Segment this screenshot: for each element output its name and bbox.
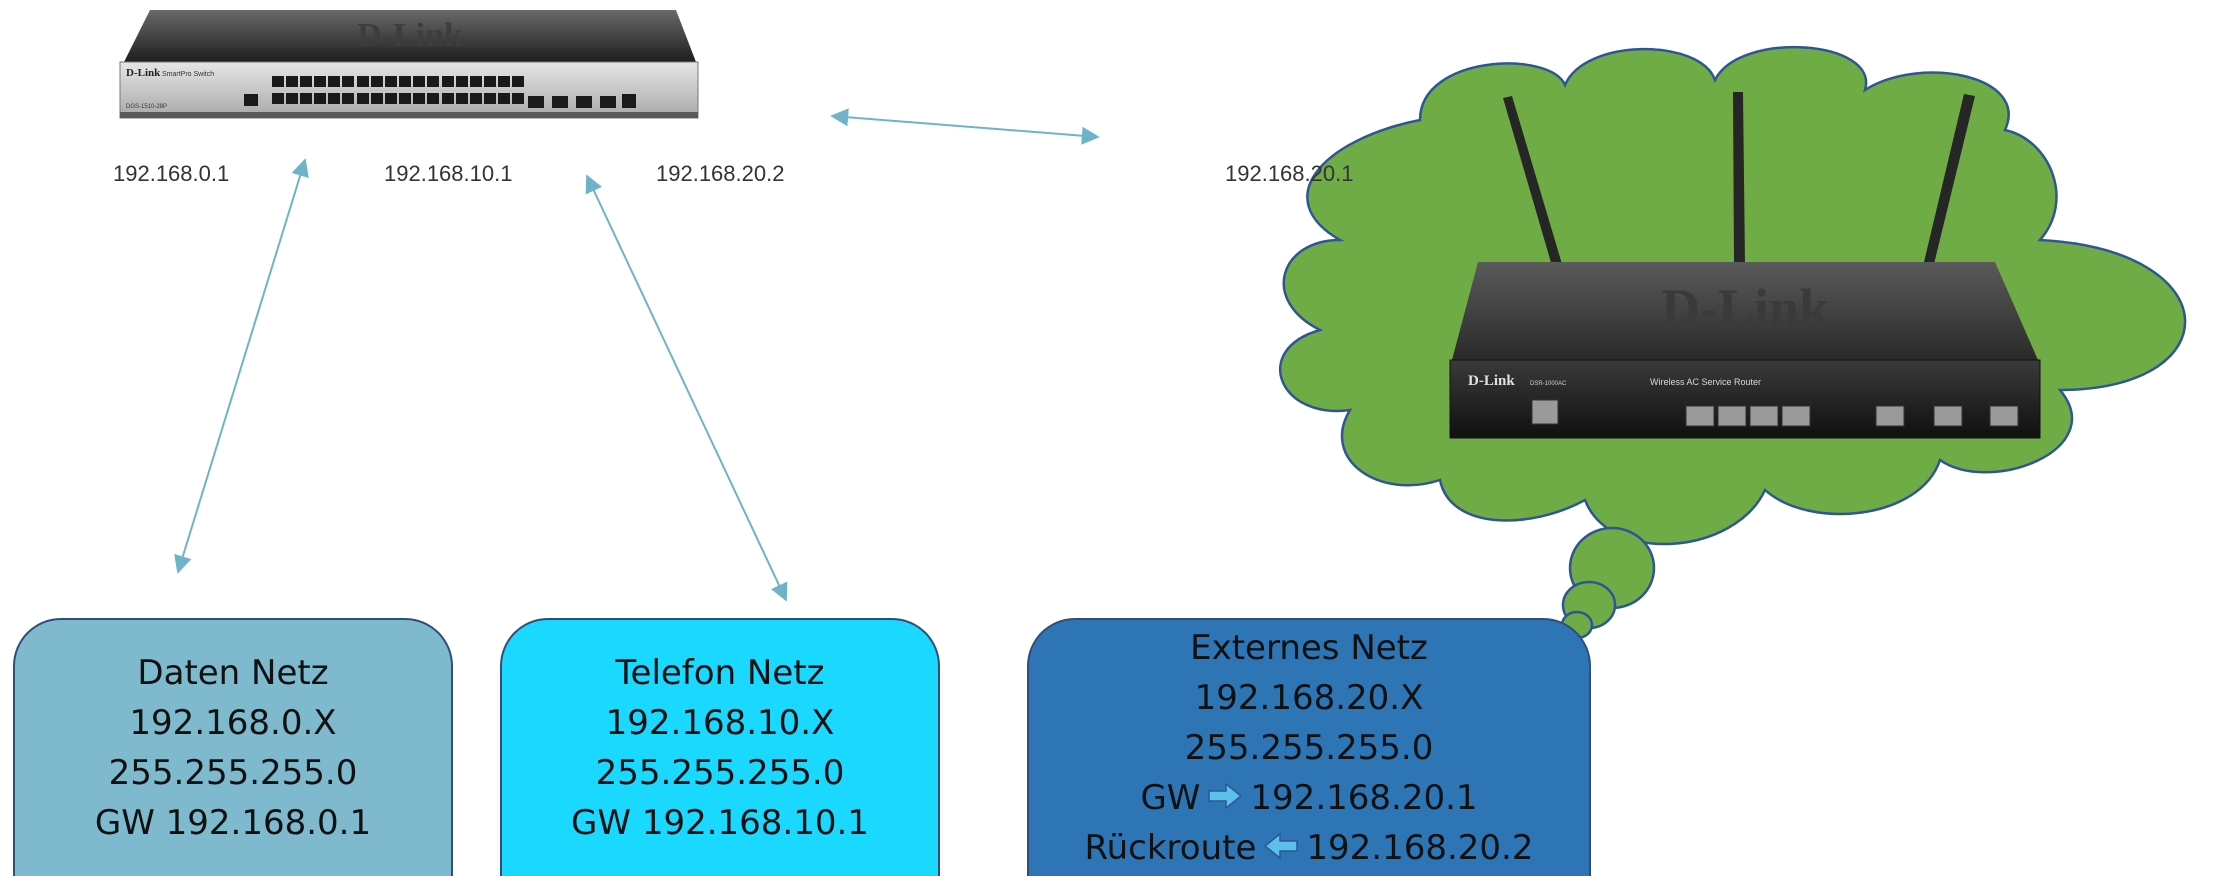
switch-top-logo: D-Link (357, 17, 463, 54)
daten-netz-mask: 255.255.255.0 (108, 753, 358, 793)
externes-netz-box: Externes Netz 192.168.20.X 255.255.255.0… (1027, 618, 1591, 876)
ip-label-telefon-gateway: 192.168.10.1 (384, 161, 513, 186)
externes-netz-mask: 255.255.255.0 (1184, 728, 1434, 768)
telefon-netz-title: Telefon Netz (615, 653, 825, 693)
externes-netz-subnet: 192.168.20.X (1194, 678, 1424, 718)
externes-netz-rueckroute-value: 192.168.20.2 (1306, 828, 1534, 868)
externes-netz-rueckroute-row: Rückroute 192.168.20.2 (1085, 823, 1534, 873)
switch-brand-label: D-Link (126, 67, 161, 79)
switch-ports (244, 76, 636, 108)
externes-netz-gateway-label: GW (1140, 778, 1201, 818)
externes-netz-gateway-row: GW 192.168.20.1 (1140, 773, 1477, 823)
router-subtitle-label: Wireless AC Service Router (1650, 377, 1761, 387)
right-arrow-icon (1208, 773, 1243, 823)
telefon-netz-subnet: 192.168.10.X (605, 703, 835, 743)
daten-netz-subnet: 192.168.0.X (129, 703, 337, 743)
daten-netz-box: Daten Netz 192.168.0.X 255.255.255.0 GW … (13, 618, 453, 876)
left-arrow-icon (1264, 823, 1299, 873)
router-top-logo: D-Link (1661, 278, 1829, 338)
router-model-label: DSR-1000AC (1530, 381, 1567, 387)
router-ports (1531, 399, 2019, 427)
switch-model-label: DGS-1510-28P (126, 104, 167, 110)
router-device-icon: D-Link D-Link DSR-1000AC Wireless AC Ser… (1449, 92, 2041, 439)
externes-netz-title: Externes Netz (1190, 628, 1428, 668)
router-brand-label: D-Link (1468, 373, 1515, 389)
telefon-netz-box: Telefon Netz 192.168.10.X 255.255.255.0 … (500, 618, 940, 876)
telefon-netz-gateway: GW 192.168.10.1 (571, 803, 869, 843)
link-arrow-telefon (585, 174, 788, 602)
telefon-netz-mask: 255.255.255.0 (595, 753, 845, 793)
switch-device-icon: D-Link D-Link SmartPro Switch DGS-1510-2… (119, 10, 699, 119)
externes-netz-gateway-value: 192.168.20.1 (1250, 778, 1478, 818)
daten-netz-gateway: GW 192.168.0.1 (94, 803, 372, 843)
daten-netz-title: Daten Netz (137, 653, 329, 693)
link-arrow-daten (174, 158, 309, 574)
switch-series-label: SmartPro Switch (162, 71, 214, 78)
ip-label-switch-extern: 192.168.20.2 (656, 161, 785, 186)
link-arrow-extern (830, 108, 1100, 145)
ip-label-router: 192.168.20.1 (1225, 161, 1354, 186)
externes-netz-rueckroute-label: Rückroute (1084, 828, 1257, 868)
ip-label-daten-gateway: 192.168.0.1 (113, 161, 230, 186)
